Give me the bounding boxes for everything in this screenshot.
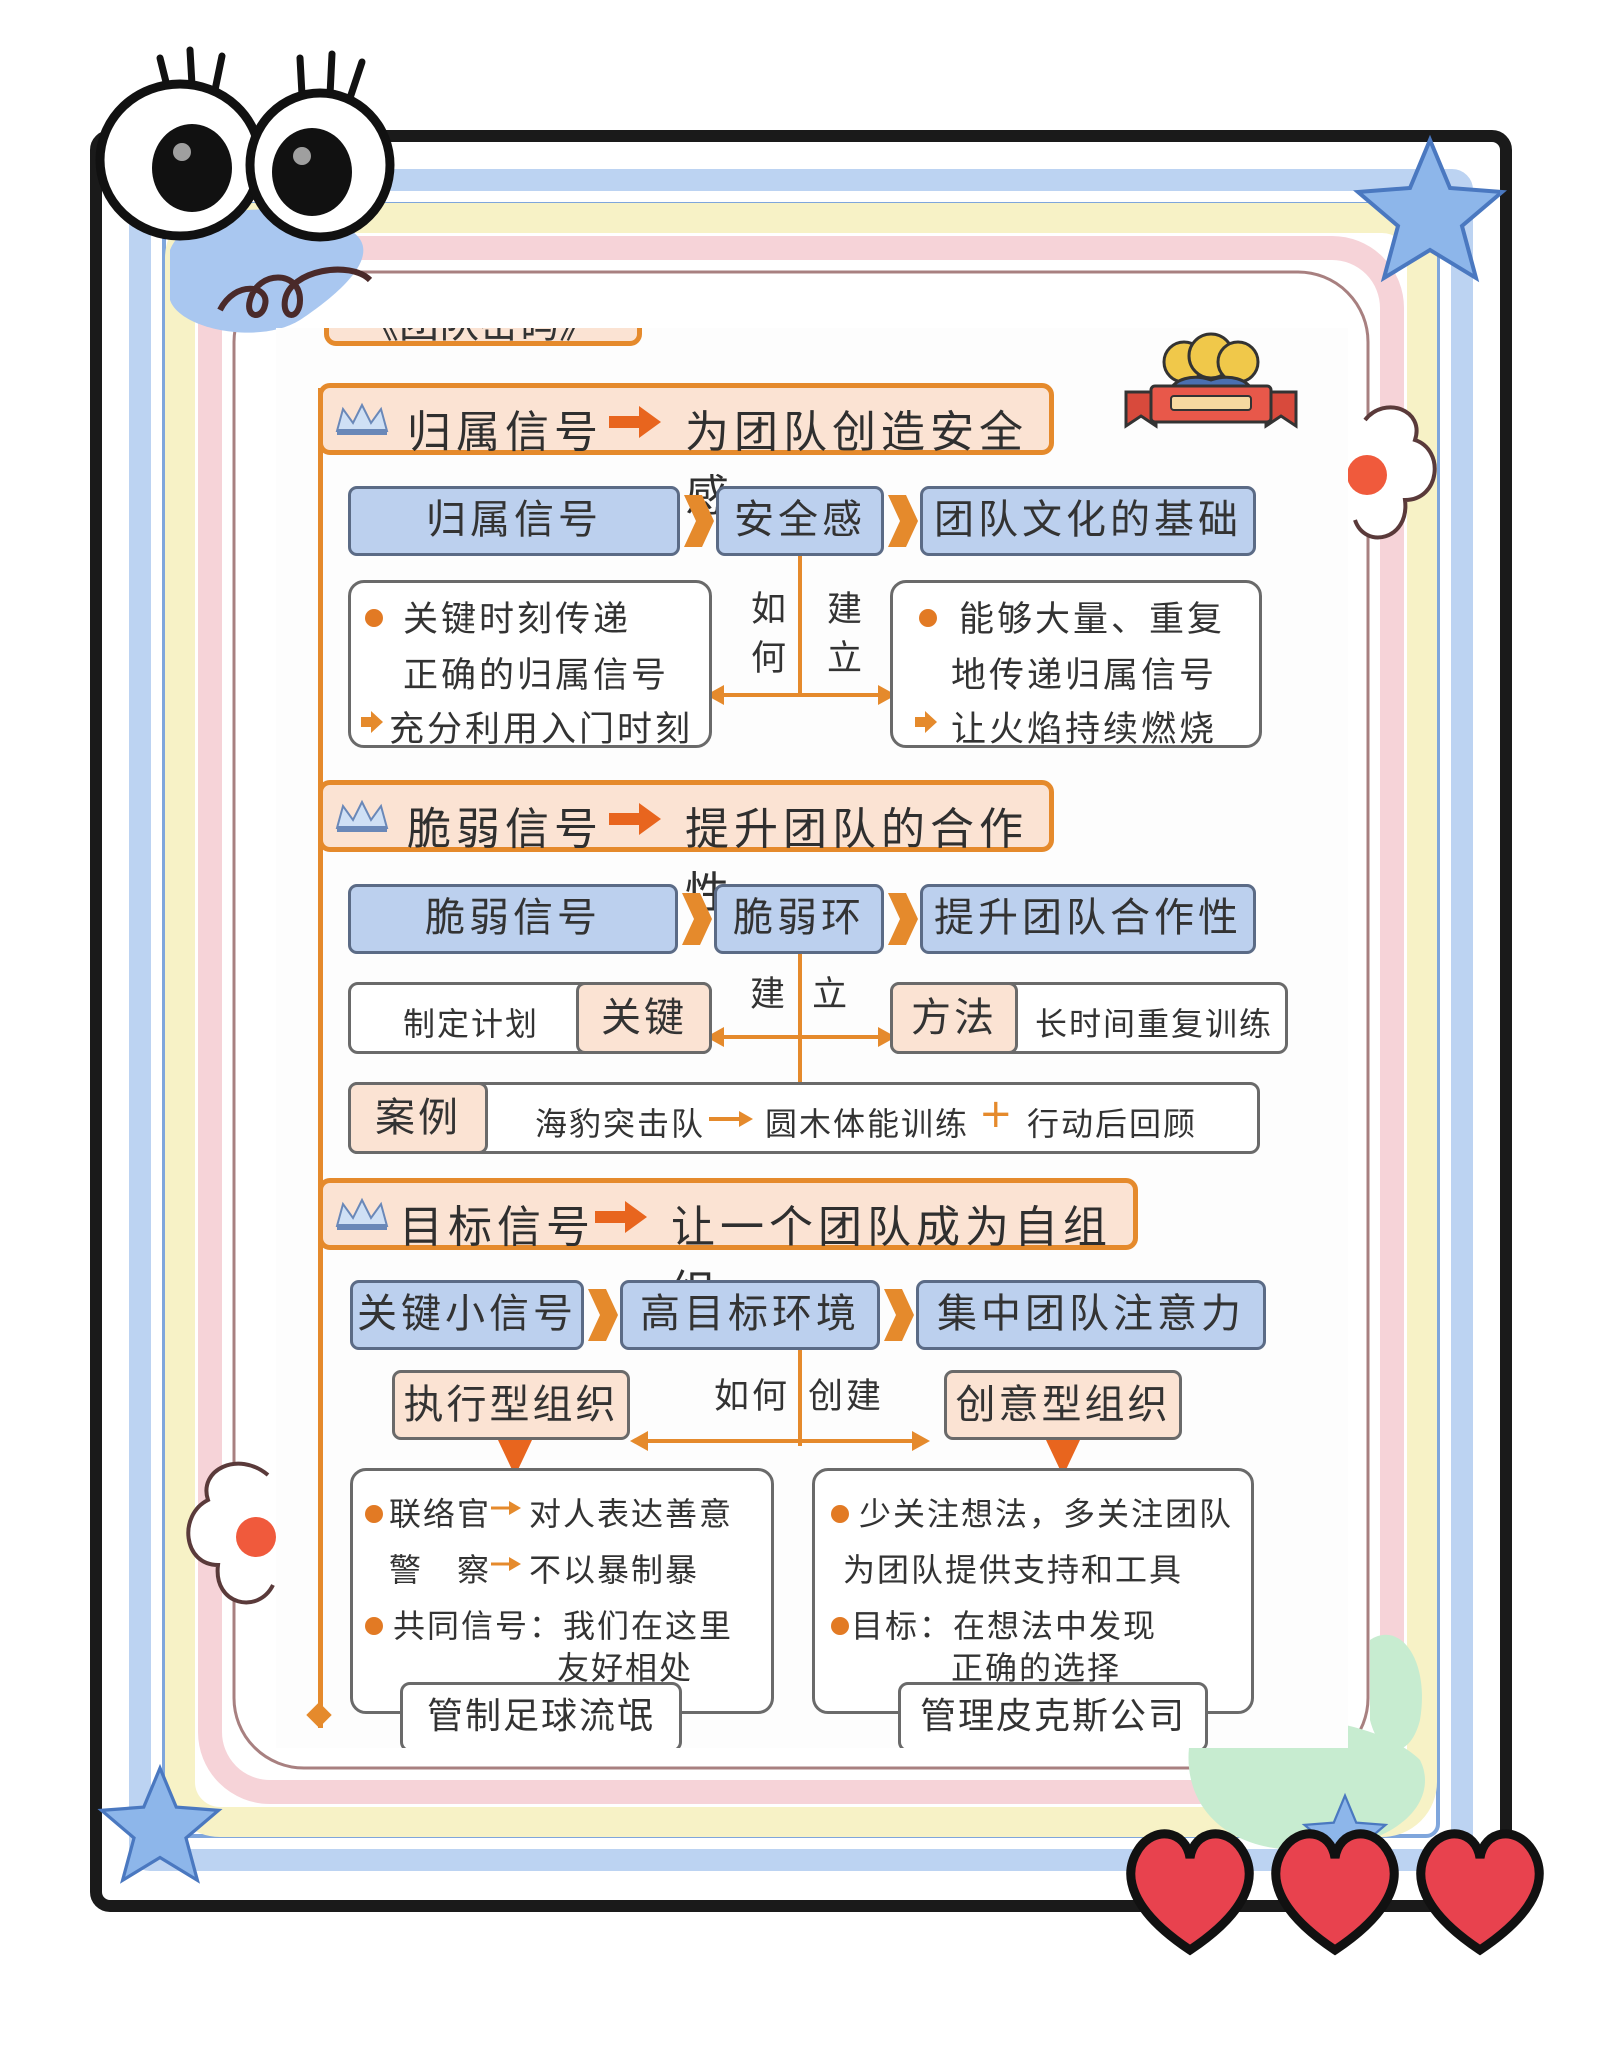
chevron-right-icon (888, 495, 918, 547)
s2-case-tag: 案例 (348, 1082, 488, 1154)
bullet-dot-icon (831, 1505, 849, 1523)
section2-title-left: 脆弱信号 (407, 804, 603, 855)
s3-flow-box-1: 关键小信号 (350, 1280, 584, 1350)
s3-exec-org-box: 执行型组织 (392, 1370, 630, 1440)
s1-center-label-left: 如何 (745, 590, 785, 688)
s3-right-example-label: 管理皮克斯公司 (919, 1696, 1186, 1737)
spine-end-diamond (306, 1702, 332, 1728)
flower-icon (186, 1461, 276, 1605)
s1-right-panel: 能够大量、重复 地传递归属信号 让火焰持续燃烧 (890, 580, 1262, 750)
star-icon (97, 1763, 223, 1884)
s3-left-role-2: 警 察 (389, 1551, 492, 1589)
s3-left-example: 管制足球流氓 (400, 1682, 682, 1748)
s1-left-point-2: 正确的归属信号 (403, 656, 670, 696)
plus-icon: + (979, 1091, 1013, 1137)
s1-flow-box-2: 安全感 (716, 486, 884, 556)
arrow-right-icon (609, 406, 661, 438)
s2-vertical-connector (798, 954, 802, 1114)
s3-left-signal: 共同信号：我们在这里 (393, 1607, 734, 1645)
s2-left-text: 制定计划 (403, 1005, 540, 1043)
s2-flow-box-1: 脆弱信号 (348, 884, 678, 954)
bullet-dot-icon (365, 1617, 383, 1635)
s2-case-panel: 海豹突击队 圆木体能训练 + 行动后回顾 (348, 1082, 1260, 1154)
arrow-right-icon (491, 1501, 521, 1515)
s3-left-desc-1: 对人表达善意 (529, 1495, 734, 1533)
s3-right-point-2: 为团队提供支持和工具 (843, 1551, 1184, 1589)
crown-icon (335, 799, 389, 832)
section1-header: 归属信号 为团队创造安全感 (318, 383, 1054, 522)
s3-right-point-4: 正确的选择 (951, 1649, 1122, 1687)
s3-center-label-left: 如何 (714, 1377, 791, 1417)
s2-flow-box-3: 提升团队合作性 (920, 884, 1256, 954)
s1-left-point-1: 关键时刻传递 (403, 600, 632, 640)
arrow-right-icon (609, 803, 661, 835)
s3-center-label-right: 创建 (808, 1377, 885, 1417)
s3-left-desc-2: 不以暴制暴 (529, 1551, 700, 1589)
bullet-dot-icon (919, 609, 937, 627)
s2-center-label: 建 立 (750, 975, 856, 1015)
s1-left-point-3: 充分利用入门时刻 (389, 710, 694, 750)
arrow-right-icon (709, 1111, 753, 1127)
chevron-right-icon (682, 893, 712, 945)
s3-vertical-connector (798, 1350, 802, 1446)
double-arrow-icon (706, 685, 896, 705)
arrow-right-icon (595, 1201, 647, 1233)
s1-center-label-right: 建立 (821, 590, 861, 688)
section3-title-left: 目标信号 (399, 1202, 595, 1253)
chevron-right-icon (588, 1289, 618, 1341)
s3-flow-box-3: 集中团队注意力 (916, 1280, 1266, 1350)
section3-header: 目标信号 让一个团队成为自组织 (318, 1178, 1138, 1317)
bullet-dot-icon (365, 1505, 383, 1523)
s3-right-point-3: 目标：在想法中发现 (851, 1607, 1158, 1645)
section2-title-right: 提升团队的合作性 (685, 804, 1028, 919)
spine-line (318, 388, 323, 1728)
s3-left-panel: 联络官 对人表达善意 警 察 不以暴制暴 共同信号：我们在这里 友好相处 (350, 1468, 774, 1714)
hearts-icon (1126, 1829, 1544, 1956)
s1-left-panel: 关键时刻传递 正确的归属信号 充分利用入门时刻 (348, 580, 712, 750)
s1-flow-box-1: 归属信号 (348, 486, 680, 556)
s1-right-point-3: 让火焰持续燃烧 (951, 710, 1218, 750)
double-arrow-icon (630, 1431, 930, 1451)
s3-right-panel: 少关注想法，多关注团队 为团队提供支持和工具 目标：在想法中发现 正确的选择 (812, 1468, 1254, 1714)
s3-right-point-1: 少关注想法，多关注团队 (859, 1495, 1234, 1533)
star-icon (1353, 134, 1507, 283)
s2-flow-box-2: 脆弱环 (714, 884, 884, 954)
crown-icon (335, 402, 389, 435)
s3-left-example-label: 管制足球流氓 (426, 1696, 655, 1737)
s3-creative-org-box: 创意型组织 (944, 1370, 1182, 1440)
arrow-right-icon (491, 1557, 521, 1571)
s2-case-item-3: 行动后回顾 (1027, 1105, 1198, 1143)
s2-case-item-2: 圆木体能训练 (765, 1105, 970, 1143)
s3-flow-box-2: 高目标环境 (620, 1280, 880, 1350)
s1-right-point-2: 地传递归属信号 (951, 656, 1218, 696)
arrow-down-icon (498, 1440, 532, 1476)
chevron-right-icon (684, 495, 714, 547)
arrow-bullet-icon (361, 711, 383, 733)
chevron-right-icon (884, 1289, 914, 1341)
section1-title-left: 归属信号 (407, 407, 603, 458)
s1-right-point-1: 能够大量、重复 (959, 600, 1226, 640)
s2-method-tag: 方法 (890, 982, 1018, 1054)
s2-right-text: 长时间重复训练 (1035, 1005, 1274, 1043)
s3-left-signal-cont: 友好相处 (557, 1649, 694, 1687)
s3-right-example: 管理皮克斯公司 (898, 1682, 1208, 1748)
arrow-down-icon (1046, 1440, 1080, 1476)
bullet-dot-icon (831, 1617, 849, 1635)
section2-header: 脆弱信号 提升团队的合作性 (318, 780, 1054, 919)
chevron-right-icon (888, 893, 918, 945)
s2-case-item-1: 海豹突击队 (535, 1105, 706, 1143)
googly-eyes-icon (95, 46, 395, 242)
s2-key-tag: 关键 (576, 982, 712, 1054)
flower-icon (1347, 405, 1437, 540)
double-arrow-icon (706, 1027, 896, 1047)
bullet-dot-icon (365, 609, 383, 627)
team-badge-icon (1124, 332, 1298, 429)
crown-icon (335, 1197, 389, 1230)
s1-vertical-connector (798, 556, 802, 696)
top-title-partial: 《团队密码》 (324, 328, 642, 346)
s1-flow-box-3: 团队文化的基础 (920, 486, 1256, 556)
mindmap-paper: 《团队密码》 归属信号 为团队创造安全感 归属信号 安全感 团队文化的基础 如何 (276, 328, 1348, 1748)
s3-left-role-1: 联络官 (389, 1495, 492, 1533)
arrow-bullet-icon (915, 711, 937, 733)
